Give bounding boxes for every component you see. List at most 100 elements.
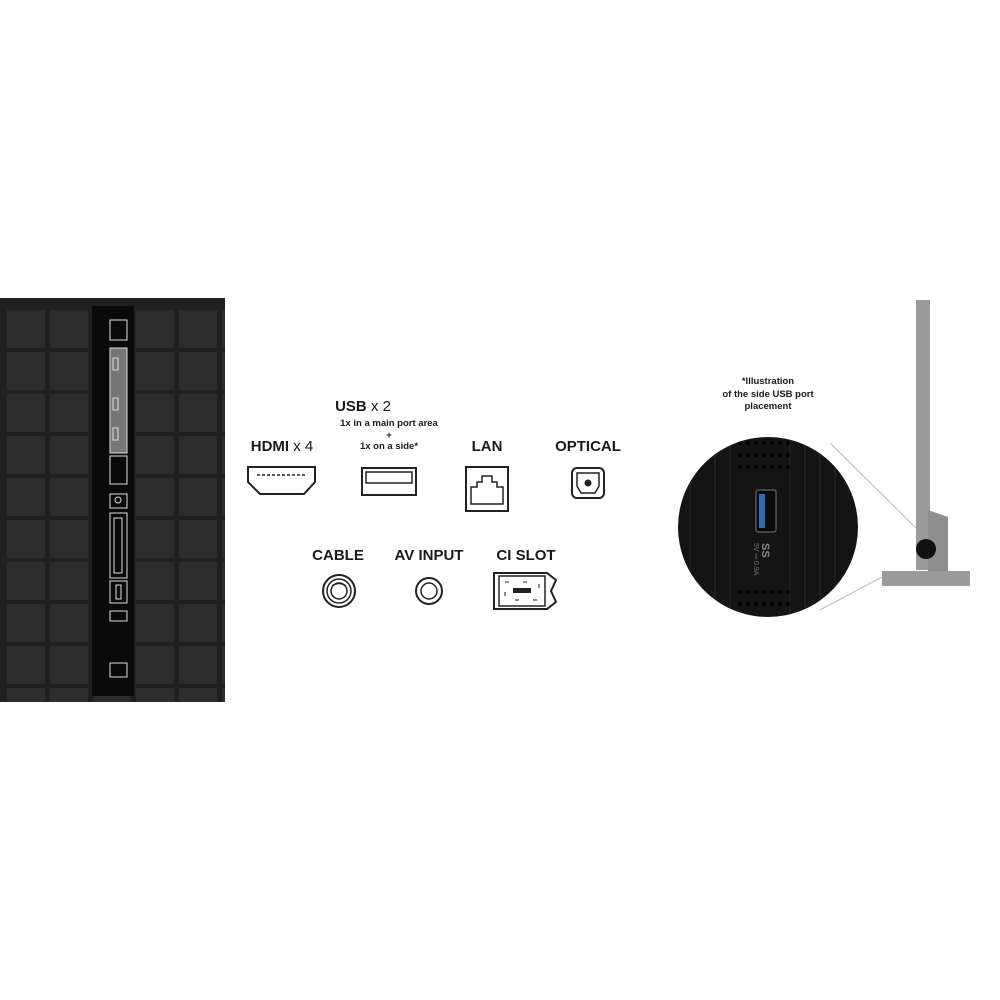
vent-hole xyxy=(737,589,743,595)
panel-tile xyxy=(179,310,217,348)
panel-tile xyxy=(136,562,174,600)
av-port-mini xyxy=(109,610,128,622)
vent-hole xyxy=(745,589,751,595)
vent-hole xyxy=(777,589,783,595)
panel-tile xyxy=(7,436,45,474)
vent-hole xyxy=(761,440,767,446)
panel-tile xyxy=(179,520,217,558)
lan-label: LAN xyxy=(471,438,503,455)
panel-tile xyxy=(179,478,217,516)
panel-tile xyxy=(50,604,88,642)
vent-hole xyxy=(737,440,743,446)
hdmi4-port-mini xyxy=(109,455,128,485)
vent-hole xyxy=(777,464,783,470)
panel-tile xyxy=(136,394,174,432)
panel-tile xyxy=(222,646,225,684)
panel-tile xyxy=(222,562,225,600)
optical-port-mini xyxy=(109,662,128,678)
panel-tile xyxy=(50,688,88,702)
panel-tile xyxy=(179,394,217,432)
panel-tile xyxy=(7,394,45,432)
cable-icon xyxy=(322,574,356,608)
usb-label: USB x 2 xyxy=(335,398,391,415)
av-input-icon xyxy=(415,577,443,605)
usb-label-text: USB xyxy=(335,398,367,415)
panel-tile xyxy=(222,352,225,390)
vent-hole xyxy=(753,464,759,470)
panel-tile xyxy=(179,646,217,684)
vent-hole xyxy=(785,452,791,458)
panel-tile xyxy=(179,604,217,642)
vent-hole xyxy=(769,589,775,595)
vent-hole xyxy=(761,589,767,595)
hdmi-label: HDMI x 4 xyxy=(251,438,314,455)
side-usb-note: *Illustration of the side USB port place… xyxy=(688,376,848,414)
zoom-line-top xyxy=(829,442,919,531)
vent-hole xyxy=(761,452,767,458)
vent-hole xyxy=(745,452,751,458)
optical-icon xyxy=(571,467,605,499)
panel-tile xyxy=(222,436,225,474)
panel-tile xyxy=(222,688,225,702)
panel-tile xyxy=(50,310,88,348)
hdmi-count: x 4 xyxy=(293,438,314,455)
vent-hole xyxy=(737,464,743,470)
vent-hole xyxy=(777,440,783,446)
panel-tile xyxy=(136,604,174,642)
panel-tile xyxy=(7,478,45,516)
panel-tile xyxy=(222,310,225,348)
vent-hole xyxy=(777,452,783,458)
lan-icon xyxy=(465,466,509,512)
vent-hole xyxy=(761,464,767,470)
vent-hole xyxy=(761,601,767,607)
panel-tile xyxy=(136,478,174,516)
av-input-label: AV INPUT xyxy=(394,547,464,564)
panel-tile xyxy=(222,394,225,432)
panel-tile xyxy=(179,688,217,702)
usb-note-side: 1x on a side* xyxy=(359,441,419,452)
panel-tile xyxy=(50,352,88,390)
usb-count: x 2 xyxy=(370,398,391,415)
vent-hole xyxy=(769,440,775,446)
vent-hole xyxy=(753,452,759,458)
ci-slot-icon xyxy=(493,572,558,610)
hdmi-label-text: HDMI xyxy=(250,438,290,455)
vent-hole xyxy=(785,440,791,446)
panel-tile xyxy=(7,604,45,642)
vent-hole xyxy=(777,601,783,607)
tv-stand-side-view xyxy=(882,300,970,586)
panel-tile xyxy=(7,562,45,600)
vent-hole xyxy=(753,589,759,595)
panel-tile xyxy=(136,352,174,390)
panel-tile xyxy=(7,646,45,684)
panel-tile xyxy=(222,478,225,516)
cable-port-mini xyxy=(109,493,128,509)
usb-port-mini xyxy=(109,580,128,604)
note-line-1: *Illustration xyxy=(741,376,795,387)
panel-tile xyxy=(7,688,45,702)
panel-tile xyxy=(136,436,174,474)
usb-note-main: 1x in a main port area xyxy=(340,418,438,429)
panel-tile xyxy=(7,310,45,348)
panel-tile xyxy=(50,520,88,558)
vent-hole xyxy=(769,464,775,470)
side-usb-location-marker xyxy=(916,539,936,559)
panel-tile xyxy=(136,310,174,348)
panel-tile xyxy=(179,562,217,600)
vent-hole xyxy=(785,589,791,595)
note-line-3: placement xyxy=(744,401,792,412)
panel-tile xyxy=(50,394,88,432)
tv-back-panel xyxy=(0,298,225,702)
usb-rating: 5V ⎓ 0.9A xyxy=(752,543,759,576)
vent-hole xyxy=(753,601,759,607)
vent-hole xyxy=(785,601,791,607)
ci-slot-label: CI SLOT xyxy=(496,547,556,564)
hdmi-icon xyxy=(247,466,316,495)
panel-tile xyxy=(222,604,225,642)
panel-tile xyxy=(7,520,45,558)
panel-tile xyxy=(136,520,174,558)
vent-hole xyxy=(753,440,759,446)
usb-note-plus: + xyxy=(386,430,392,441)
vent-hole xyxy=(737,601,743,607)
ci-slot-mini xyxy=(109,512,128,579)
